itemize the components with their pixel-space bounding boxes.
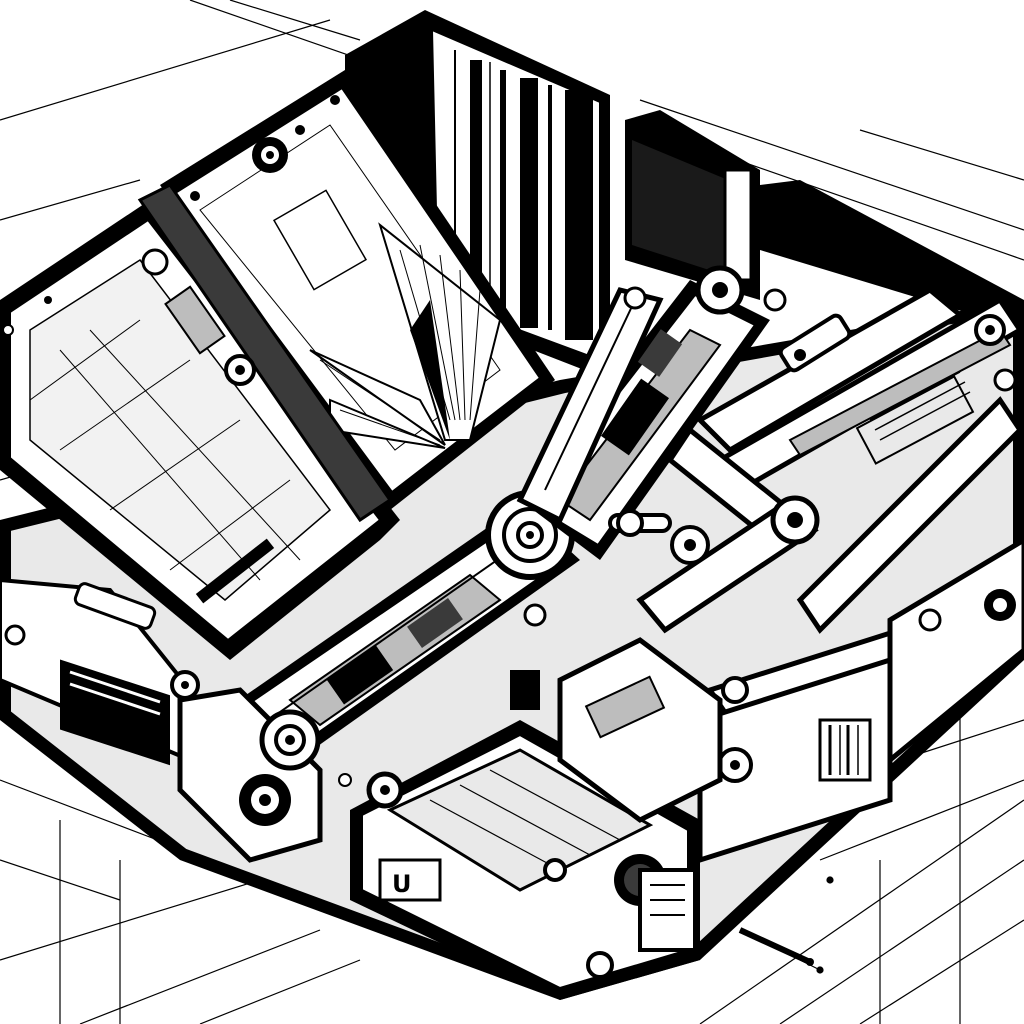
diagonal-arm-front <box>210 505 580 780</box>
right-bracket-arms <box>695 286 1024 634</box>
panel-label: U <box>392 870 412 898</box>
back-panel-right <box>625 110 1024 330</box>
open-lid-center <box>160 70 555 510</box>
front-left-gear-housing <box>177 687 352 863</box>
left-link-arm <box>516 286 664 524</box>
upper-arm <box>520 265 787 560</box>
open-lid-left <box>0 200 400 660</box>
right-front-module <box>697 537 1024 864</box>
back-panel-center <box>345 10 610 380</box>
stylus-tool <box>738 927 814 966</box>
lid-hinge <box>137 183 393 523</box>
center-lower-box <box>510 637 723 823</box>
fan-graphic <box>309 222 502 449</box>
middle-right-l-arm <box>608 426 924 723</box>
